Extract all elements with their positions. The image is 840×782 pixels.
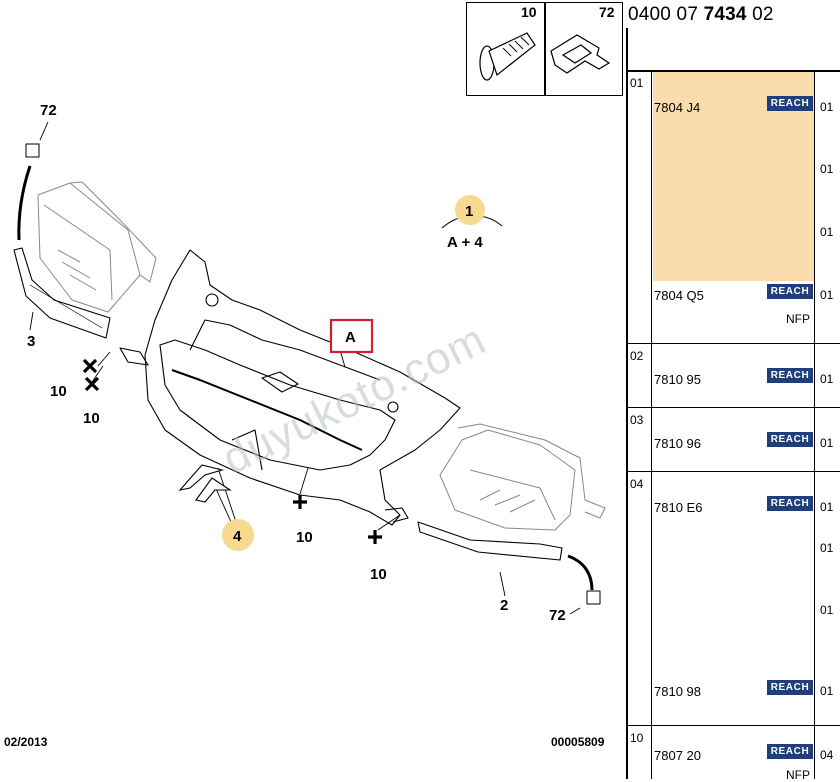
row-line xyxy=(626,471,840,472)
row-index: 03 xyxy=(630,413,644,427)
part-number[interactable]: 7807 20 xyxy=(654,748,701,763)
parts-table: 01 7804 J4 REACH 01 01 01 7804 Q5 REACH … xyxy=(626,28,840,782)
quantity: 01 xyxy=(820,288,834,302)
part-number[interactable]: 7804 J4 xyxy=(654,100,701,115)
fastener-drawings xyxy=(479,32,611,81)
callout-10-b: 10 xyxy=(83,410,100,427)
plus-mark-2 xyxy=(368,530,382,544)
spring-clip-icon xyxy=(550,34,611,74)
callout-3: 3 xyxy=(27,333,35,350)
callout-4: 4 xyxy=(233,528,242,545)
reference-prefix: 0400 07 xyxy=(628,4,704,25)
row-line xyxy=(626,725,840,726)
quantity: 01 xyxy=(820,603,834,617)
table-header-line xyxy=(626,70,840,72)
exploded-parts-diagram: 72 3 10 10 1 A + 4 A 4 10 10 2 72 duyuko… xyxy=(4,102,606,749)
row-index: 02 xyxy=(630,349,644,363)
reach-badge: REACH xyxy=(767,432,813,447)
reach-badge: REACH xyxy=(767,284,813,299)
reference-suffix: 02 xyxy=(746,4,774,25)
quantity: 01 xyxy=(820,162,834,176)
left-connector-72 xyxy=(25,143,40,158)
fastener-inset: 10 72 xyxy=(466,2,623,96)
callout-box-a xyxy=(329,318,374,354)
cross-mark-1 xyxy=(82,358,98,374)
revision-date: 02/2013 xyxy=(4,735,48,749)
callout-72-bottom: 72 xyxy=(549,607,566,624)
row-index: 01 xyxy=(630,76,644,90)
diagram-drawing: 72 3 10 10 1 A + 4 A 4 10 10 2 72 xyxy=(13,102,606,624)
plus-mark-1 xyxy=(293,495,307,509)
callout-10-d: 10 xyxy=(370,566,387,583)
reach-badge: REACH xyxy=(767,96,813,111)
callout-1: 1 xyxy=(465,203,473,220)
nfp-note: NFP xyxy=(786,312,810,326)
inset-label-10: 10 xyxy=(521,4,537,20)
cross-mark-2 xyxy=(84,376,100,392)
front-grille-panel xyxy=(119,249,461,526)
row-line xyxy=(626,407,840,408)
callout-circle-1 xyxy=(455,195,485,225)
callout-10-c: 10 xyxy=(296,529,313,546)
reach-badge: REACH xyxy=(767,496,813,511)
part-number[interactable]: 7810 98 xyxy=(654,684,701,699)
inset-divider xyxy=(544,3,546,95)
right-headlamp-outline xyxy=(439,423,606,531)
part-number[interactable]: 7810 E6 xyxy=(654,500,703,515)
reference-bold: 7434 xyxy=(703,4,747,25)
right-cable xyxy=(567,554,594,591)
fastener-marks xyxy=(82,358,382,544)
nfp-note: NFP xyxy=(786,768,810,782)
inset-label-72: 72 xyxy=(599,4,615,20)
left-cable xyxy=(17,165,32,241)
quantity: 01 xyxy=(820,500,834,514)
quantity: 01 xyxy=(820,541,834,555)
quantity: 01 xyxy=(820,684,834,698)
table-col-divider-2 xyxy=(814,71,815,779)
callout-a: A xyxy=(345,329,356,346)
part-number[interactable]: 7810 96 xyxy=(654,436,701,451)
right-trim-strip xyxy=(417,521,563,561)
quantity: 01 xyxy=(820,372,834,386)
part-reference-number: 0400 07 7434 02 xyxy=(628,4,774,26)
double-chevron-badge xyxy=(178,464,232,503)
part-number[interactable]: 7810 95 xyxy=(654,372,701,387)
quantity: 04 xyxy=(820,748,834,762)
quantity: 01 xyxy=(820,100,834,114)
row-index: 10 xyxy=(630,731,644,745)
reach-badge: REACH xyxy=(767,744,813,759)
part-number[interactable]: 7804 Q5 xyxy=(654,288,704,303)
callout-72-top: 72 xyxy=(40,102,57,119)
reach-badge: REACH xyxy=(767,680,813,695)
callout-10-a: 10 xyxy=(50,383,67,400)
reach-badge: REACH xyxy=(767,368,813,383)
table-col-divider xyxy=(651,71,652,779)
row-index: 04 xyxy=(630,477,644,491)
table-left-border xyxy=(626,28,628,779)
callout-circle-4 xyxy=(222,519,254,551)
right-connector-72 xyxy=(586,590,601,605)
row-line xyxy=(626,343,840,344)
quantity: 01 xyxy=(820,436,834,450)
callout-2: 2 xyxy=(500,597,508,614)
quantity: 01 xyxy=(820,225,834,239)
left-trim-strip xyxy=(13,247,111,339)
callout-a-plus-4: A + 4 xyxy=(447,234,483,251)
screw-icon xyxy=(479,32,536,81)
diagram-code: 00005809 xyxy=(551,735,605,749)
left-headlamp-outline xyxy=(37,181,157,313)
